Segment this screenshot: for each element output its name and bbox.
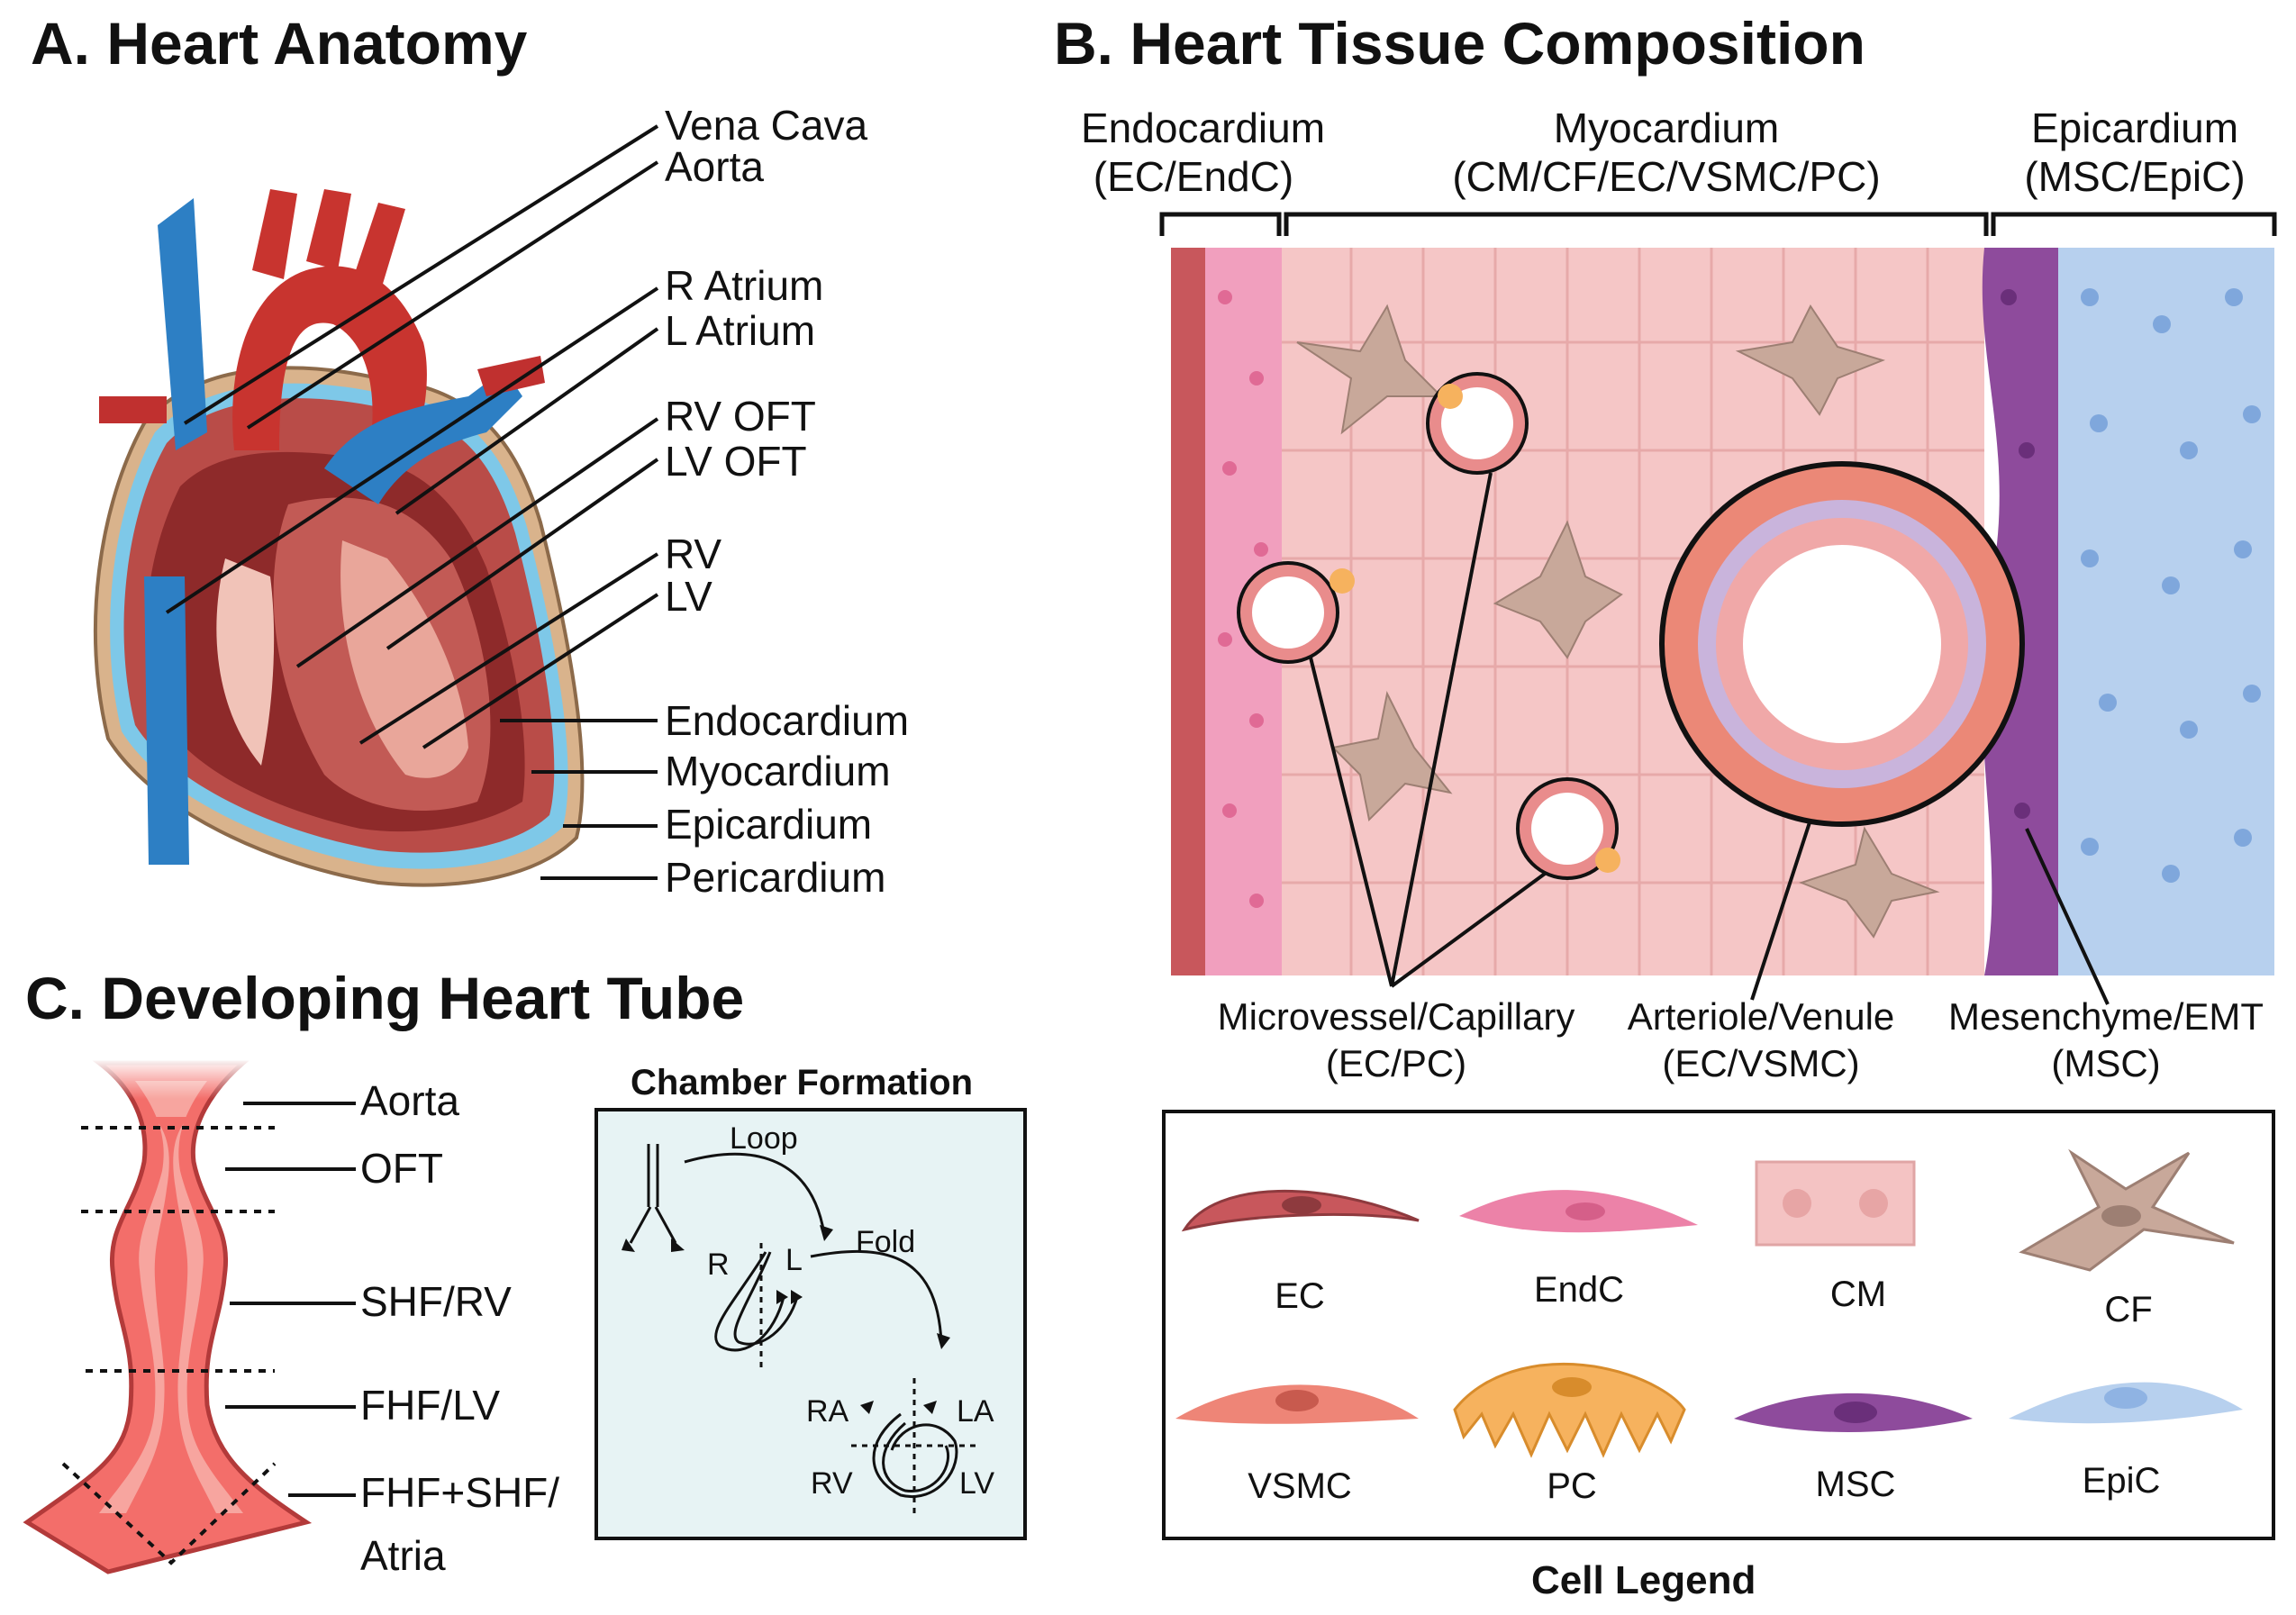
layer-epicardium-name: Epicardium	[2030, 104, 2239, 151]
label-pericardium: Pericardium	[665, 854, 886, 901]
legend-label-endc: EndC	[1533, 1270, 1625, 1310]
legend-label-epic: EpiC	[2082, 1461, 2161, 1501]
layer-epicardium-cells: (MSC/EpiC)	[2024, 153, 2246, 200]
label-l-atrium: L Atrium	[665, 307, 816, 354]
layer-epicardium-header: Epicardium (MSC/EpiC)	[1982, 104, 2288, 201]
callout-microvessel-name: Microvessel/Capillary	[1217, 995, 1575, 1038]
layer-endocardium-header: Endocardium (EC/EndC)	[1081, 104, 1326, 201]
layer-myocardium-cells: (CM/CF/EC/VSMC/PC)	[1452, 153, 1881, 200]
label-lv: LV	[665, 573, 712, 620]
label-r-atrium: R Atrium	[665, 262, 824, 309]
callout-arteriole-cells: (EC/VSMC)	[1662, 1042, 1860, 1084]
tube-label-fhf-shf: FHF+SHF/	[360, 1469, 560, 1516]
chamber-formation-title: Chamber Formation	[631, 1063, 974, 1102]
panel-b-title: B. Heart Tissue Composition	[1054, 10, 1865, 77]
callout-mesenchyme: Mesenchyme/EMT (MSC)	[1935, 993, 2277, 1087]
callout-mesenchyme-name: Mesenchyme/EMT	[1947, 995, 2264, 1038]
callout-mesenchyme-cells: (MSC)	[2051, 1042, 2161, 1084]
legend-pc-shape	[1453, 1362, 1686, 1458]
legend-label-ec: EC	[1275, 1276, 1325, 1316]
tube-label-oft: OFT	[360, 1145, 443, 1192]
callout-microvessel: Microvessel/Capillary (EC/PC)	[1207, 993, 1585, 1087]
chamber-label-ra: RA	[806, 1394, 849, 1429]
label-endocardium: Endocardium	[665, 697, 910, 744]
chamber-label-lv: LV	[959, 1466, 995, 1501]
chamber-label-rv: RV	[811, 1466, 853, 1501]
legend-label-msc: MSC	[1815, 1465, 1896, 1504]
chamber-label-la: LA	[957, 1394, 994, 1429]
tube-label-atria: Atria	[360, 1532, 446, 1579]
cell-legend-title: Cell Legend	[1531, 1558, 1756, 1602]
legend-label-cm: CM	[1829, 1275, 1887, 1314]
layer-myocardium-header: Myocardium (CM/CF/EC/VSMC/PC)	[1423, 104, 1910, 201]
layer-endocardium-name: Endocardium	[1081, 104, 1326, 151]
chamber-formation-box	[594, 1108, 1027, 1540]
layer-myocardium-name: Myocardium	[1553, 104, 1780, 151]
legend-label-cf: CF	[2104, 1290, 2153, 1329]
callout-microvessel-cells: (EC/PC)	[1325, 1042, 1467, 1084]
label-rv: RV	[665, 531, 722, 577]
cell-legend-box	[1162, 1110, 2275, 1540]
label-myocardium: Myocardium	[665, 748, 891, 794]
callout-arteriole: Arteriole/Venule (EC/VSMC)	[1612, 993, 1910, 1087]
legend-label-pc: PC	[1547, 1466, 1597, 1506]
tube-label-fhf-lv: FHF/LV	[360, 1382, 501, 1429]
chamber-label-r: R	[707, 1248, 730, 1282]
chamber-label-loop: Loop	[730, 1121, 798, 1156]
label-lv-oft: LV OFT	[665, 438, 807, 485]
panel-c-title: C. Developing Heart Tube	[25, 965, 745, 1031]
chamber-label-l: L	[785, 1243, 803, 1277]
tube-label-shf-rv: SHF/RV	[360, 1278, 512, 1325]
tube-label-aorta: Aorta	[360, 1077, 459, 1124]
label-vena-cava: Vena Cava	[665, 102, 868, 149]
layer-endocardium-cells: (EC/EndC)	[1093, 153, 1294, 200]
panel-a-title: A. Heart Anatomy	[31, 10, 528, 77]
label-rv-oft: RV OFT	[665, 393, 816, 440]
label-aorta: Aorta	[665, 143, 764, 190]
chamber-label-fold: Fold	[856, 1225, 916, 1259]
callout-arteriole-name: Arteriole/Venule	[1627, 995, 1895, 1038]
legend-label-vsmc: VSMC	[1248, 1466, 1352, 1506]
label-epicardium: Epicardium	[665, 801, 873, 848]
